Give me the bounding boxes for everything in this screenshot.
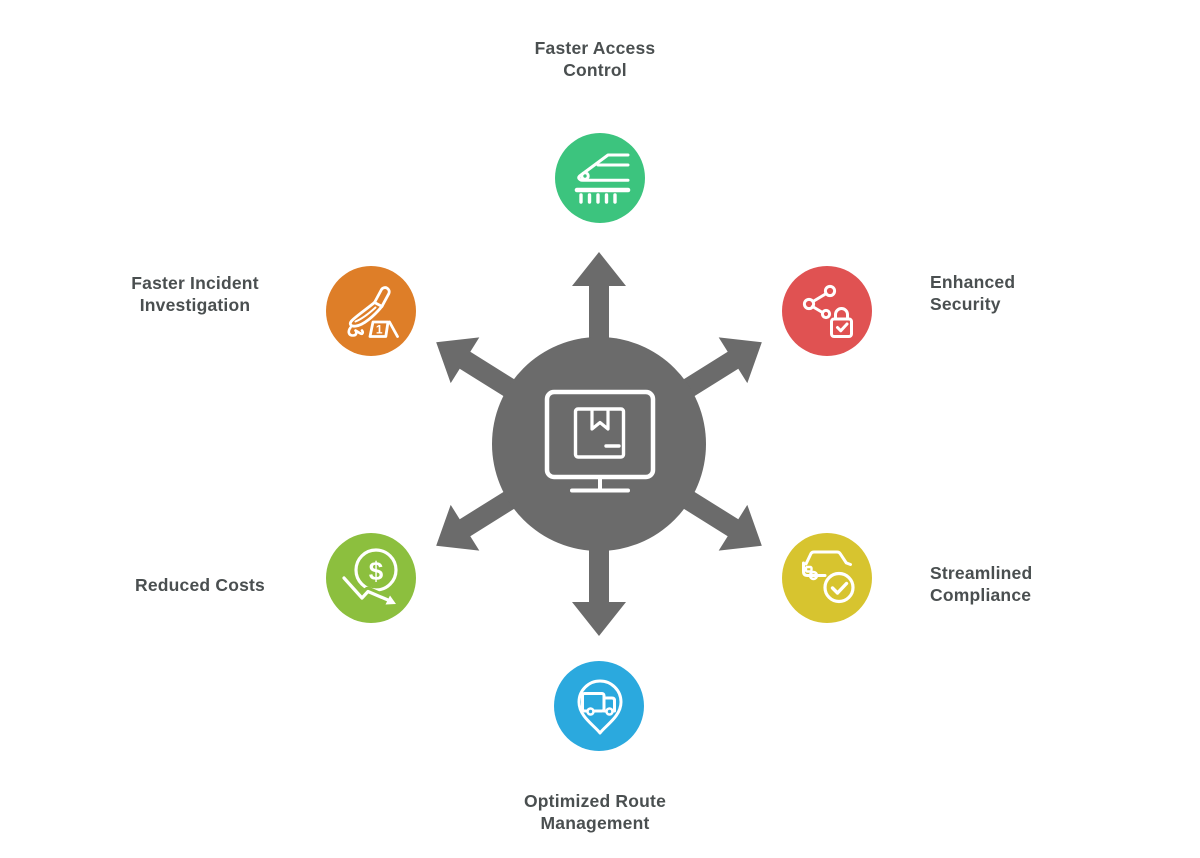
hub-circle [492,337,706,551]
evidence-marker-number: 1 [376,323,383,337]
node-enhanced-security [781,265,873,357]
label-streamlined-compliance: Streamlined Compliance [930,563,1033,605]
arrow-up [572,252,626,384]
knife-evidence-marker-icon: 1 [347,286,399,338]
dollar-glyph: $ [369,556,384,586]
node-reduced-costs: $ [325,532,417,624]
arrow-group [436,252,762,636]
arrow-down [572,504,626,636]
node-streamlined-compliance [781,532,873,624]
label-enhanced-security: Enhanced Security [930,272,1016,314]
label-reduced-costs: Reduced Costs [135,575,265,595]
train-icon [574,153,631,204]
label-faster-incident-investigation: Faster Incident Investigation [131,273,259,315]
network-lock-icon [802,284,853,338]
label-faster-access-control: Faster Access Control [534,38,656,80]
node-circle [554,661,644,751]
car-check-icon [802,550,855,604]
node-circle [555,133,645,223]
label-optimized-route-management: Optimized Route Management [523,791,667,833]
node-faster-incident-investigation: 1 [325,265,417,357]
monitor-package-icon [544,389,656,493]
dollar-decrease-icon: $ [339,548,398,606]
truck-location-pin-icon [577,679,623,735]
node-faster-access-control [554,132,646,224]
node-optimized-route-management [553,660,645,752]
